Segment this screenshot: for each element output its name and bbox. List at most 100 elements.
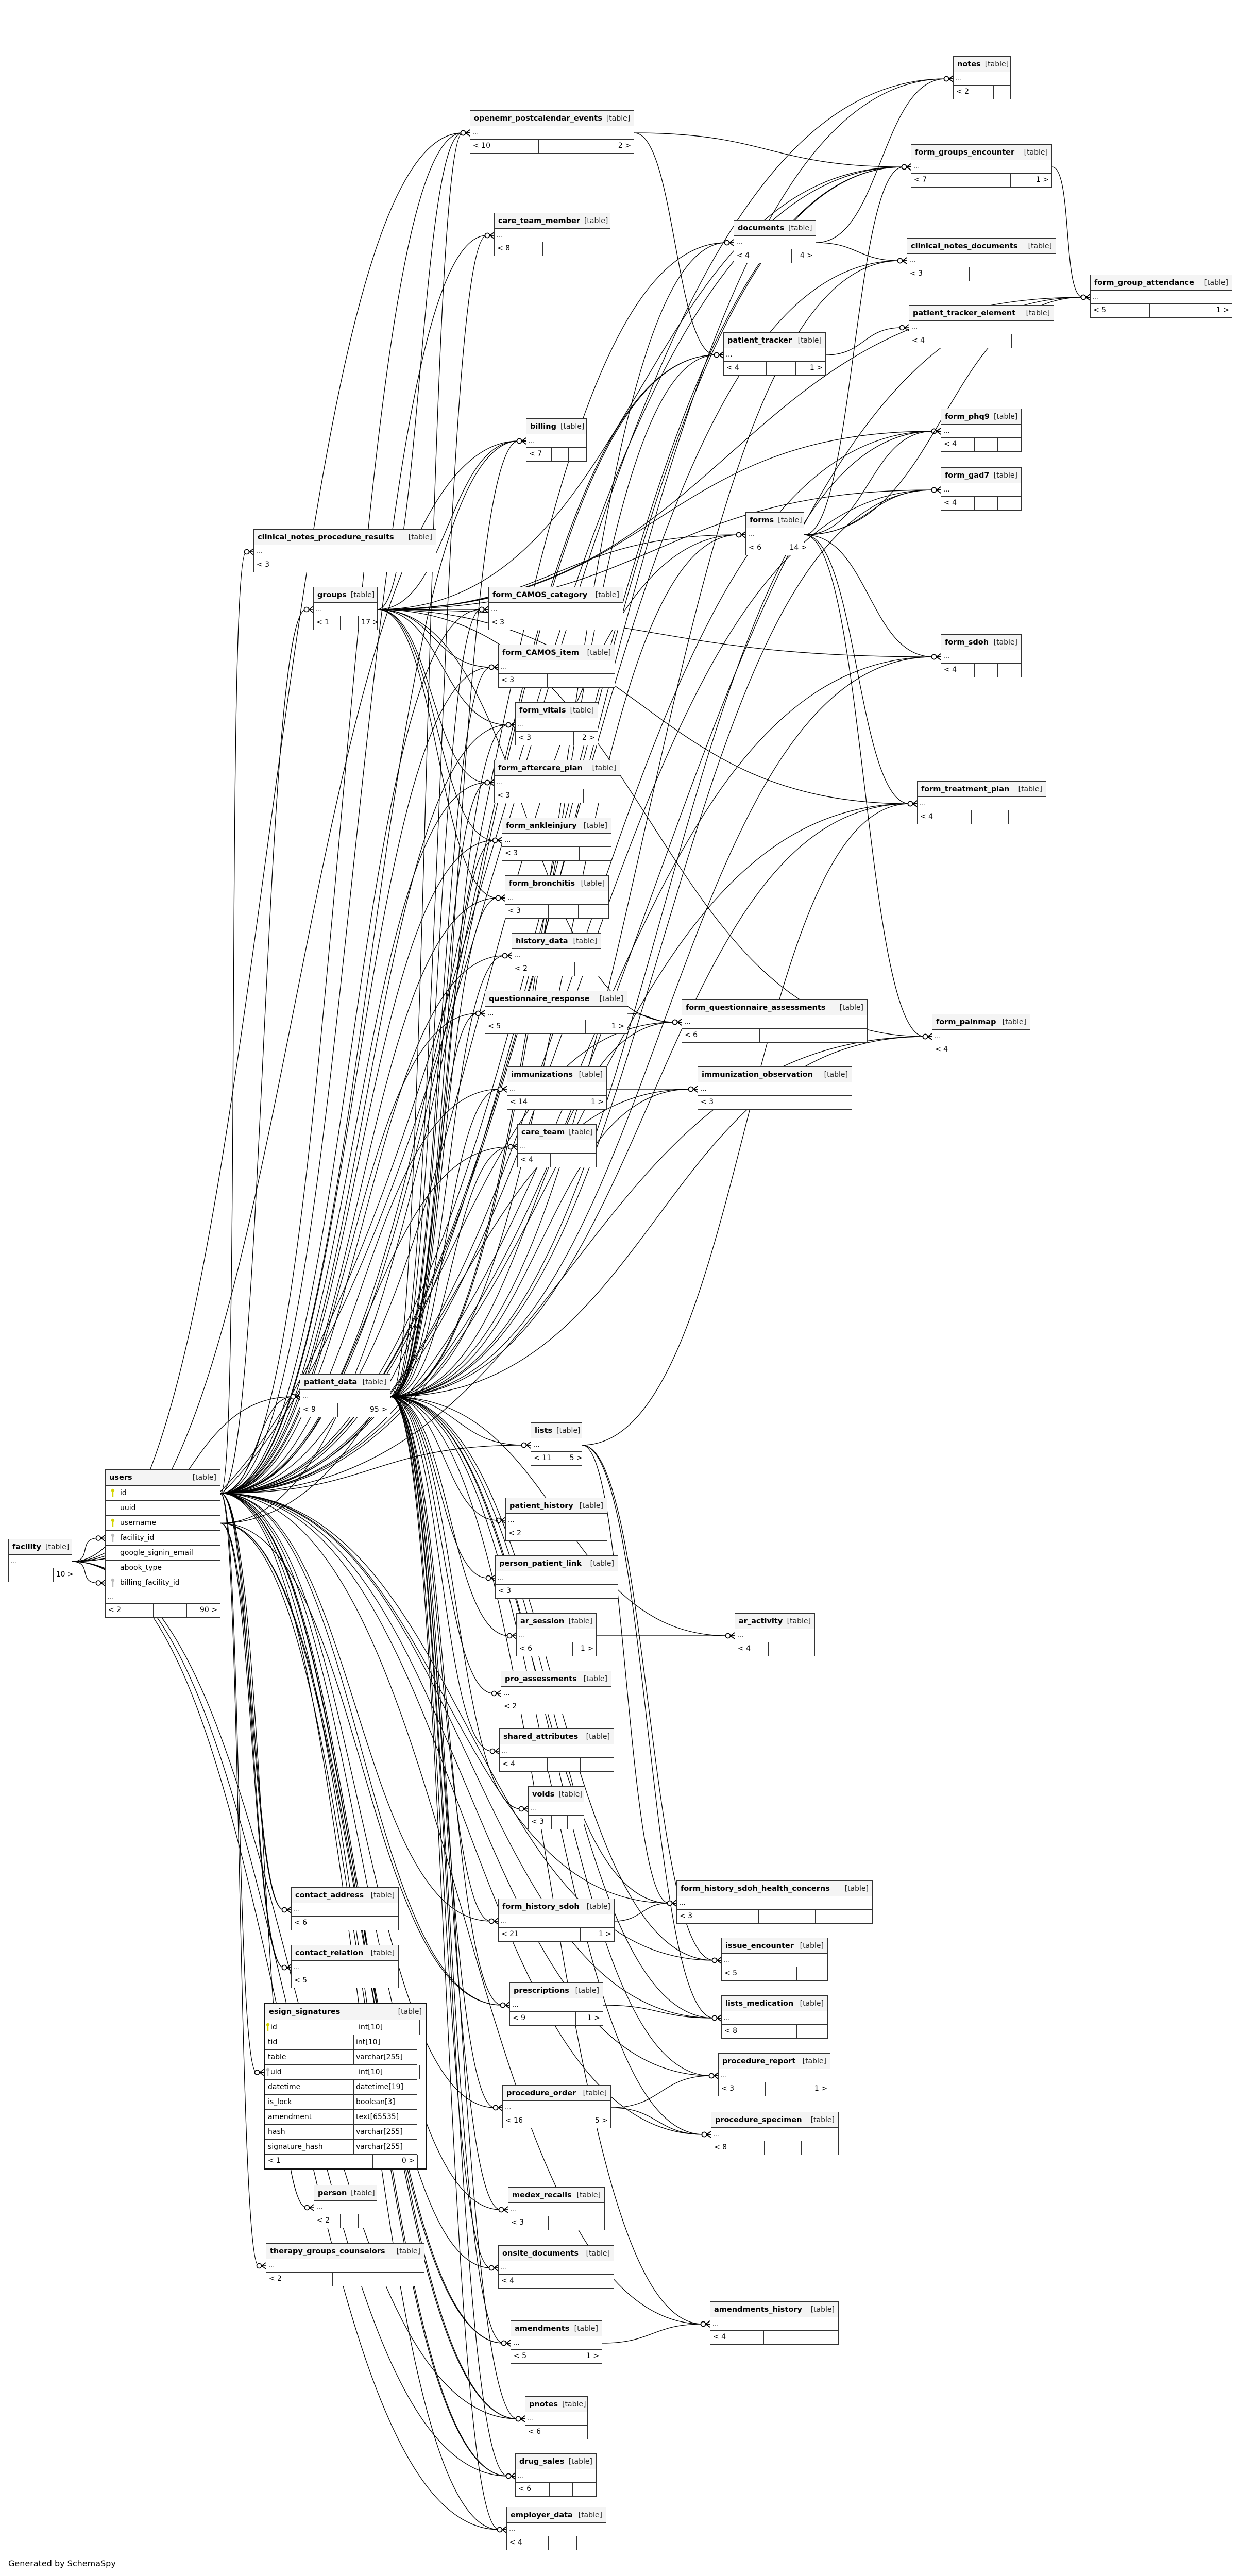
more-columns-row[interactable]: ... [516, 2469, 596, 2483]
more-columns-row[interactable]: ... [511, 2336, 602, 2350]
table-header[interactable]: onsite_documents[table] [499, 2246, 614, 2261]
more-columns-row[interactable]: ... [314, 2201, 377, 2214]
table-name[interactable]: shared_attributes [503, 1732, 579, 1741]
more-columns-row[interactable]: ... [485, 1007, 627, 1020]
parents-count[interactable]: < 16 [503, 2114, 548, 2128]
more-columns-row[interactable]: ... [499, 660, 615, 674]
table-form-phq9[interactable]: form_phq9[table]...< 4 [941, 409, 1022, 452]
table-name[interactable]: medex_recalls [512, 2191, 572, 2199]
table-name[interactable]: voids [532, 1790, 555, 1799]
parents-count[interactable]: < 14 [507, 1096, 549, 1109]
parents-count[interactable]: < 5 [722, 1967, 767, 1980]
table-header[interactable]: immunization_observation[table] [698, 1067, 852, 1082]
parents-count[interactable]: < 3 [489, 616, 546, 630]
table-clinical-notes-procedure-results[interactable]: clinical_notes_procedure_results[table].… [253, 529, 436, 572]
table-name[interactable]: billing [530, 422, 556, 431]
table-form-painmap[interactable]: form_painmap[table]...< 4 [932, 1014, 1030, 1057]
table-pnotes[interactable]: pnotes[table]...< 6 [525, 2396, 588, 2439]
children-count[interactable] [994, 86, 1010, 99]
table-name[interactable]: form_groups_encounter [915, 148, 1015, 157]
parents-count[interactable]: < 3 [698, 1096, 763, 1109]
parents-count[interactable]: < 3 [516, 732, 550, 745]
table-form-questionnaire-assessments[interactable]: form_questionnaire_assessments[table]...… [682, 999, 868, 1043]
more-columns-row[interactable]: ... [9, 1555, 72, 1568]
more-columns-row[interactable]: ... [507, 1082, 606, 1096]
parents-count[interactable]: < 6 [746, 541, 771, 555]
more-columns-row[interactable]: ... [909, 321, 1054, 334]
more-columns-row[interactable]: ... [724, 348, 825, 362]
table-name[interactable]: forms [750, 516, 774, 524]
table-care-team[interactable]: care_team[table]...< 4 [517, 1124, 597, 1167]
more-columns-row[interactable]: ... [510, 1998, 603, 2012]
table-name[interactable]: form_group_attendance [1094, 278, 1194, 287]
more-columns-row[interactable]: ... [734, 236, 816, 249]
more-columns-row[interactable]: ... [496, 1571, 618, 1585]
table-header[interactable]: users[table] [106, 1470, 220, 1486]
children-count[interactable] [359, 2214, 377, 2228]
more-columns-row[interactable]: ... [698, 1082, 852, 1096]
table-header[interactable]: notes[table] [954, 57, 1010, 72]
parents-count[interactable]: < 5 [511, 2350, 549, 2363]
children-count[interactable]: 5 > [569, 1454, 583, 1462]
table-name[interactable]: patient_tracker_element [913, 309, 1016, 317]
parents-count[interactable]: < 6 [516, 2483, 550, 2496]
parents-count[interactable]: < 6 [525, 2426, 552, 2439]
parents-count[interactable]: < 4 [941, 497, 975, 510]
table-header[interactable]: procedure_report[table] [719, 2054, 830, 2069]
table-name[interactable]: lists_medication [725, 1999, 794, 2008]
parents-count[interactable]: < 2 [106, 1604, 154, 1617]
parents-count[interactable]: < 3 [719, 2082, 766, 2096]
children-count[interactable] [802, 2141, 838, 2155]
table-header[interactable]: form_history_sdoh_health_concerns[table] [677, 1881, 872, 1896]
children-count[interactable]: 95 > [369, 1405, 387, 1414]
column-row[interactable]: facility_id [106, 1531, 220, 1546]
table-header[interactable]: forms[table] [746, 513, 804, 528]
parents-count[interactable]: < 7 [911, 174, 971, 187]
table-header[interactable]: pnotes[table] [525, 2397, 587, 2412]
parents-count[interactable]: < 4 [724, 362, 767, 375]
more-columns-row[interactable]: ... [470, 126, 634, 140]
children-count[interactable]: 1 > [580, 1645, 593, 1653]
table-header[interactable]: medex_recalls[table] [508, 2188, 604, 2203]
more-columns-row[interactable]: ... [746, 528, 804, 541]
table-patient-tracker-element[interactable]: patient_tracker_element[table]...< 4 [909, 305, 1054, 348]
children-count[interactable] [579, 1700, 611, 1714]
parents-count[interactable]: < 4 [518, 1154, 551, 1167]
more-columns-row[interactable]: ... [512, 949, 601, 962]
children-count[interactable] [1012, 267, 1056, 281]
children-count[interactable]: 10 > [56, 1570, 74, 1579]
table-therapy-groups-counselors[interactable]: therapy_groups_counselors[table]...< 2 [266, 2243, 424, 2286]
table-form-aftercare-plan[interactable]: form_aftercare_plan[table]...< 3 [494, 760, 620, 803]
parents-count[interactable]: < 6 [682, 1029, 760, 1042]
parents-count[interactable]: < 5 [1091, 304, 1150, 317]
column-row[interactable]: uuid [106, 1501, 220, 1516]
more-columns-row[interactable]: ... [501, 1687, 611, 1700]
table-pro-assessments[interactable]: pro_assessments[table]...< 2 [501, 1671, 611, 1714]
children-count[interactable]: 17 > [361, 618, 379, 626]
children-count[interactable] [797, 1967, 827, 1980]
children-count[interactable]: 1 > [587, 2014, 600, 2022]
more-columns-row[interactable]: ... [106, 1590, 220, 1604]
table-name[interactable]: esign_signatures [269, 2008, 341, 2016]
table-name[interactable]: lists [535, 1426, 553, 1435]
table-name[interactable]: ar_activity [739, 1617, 783, 1625]
parents-count[interactable]: < 3 [496, 1585, 547, 1598]
children-count[interactable] [797, 2025, 827, 2038]
table-header[interactable]: form_treatment_plan[table] [918, 782, 1046, 797]
table-name[interactable]: form_aftercare_plan [498, 764, 583, 772]
parents-count[interactable]: < 11 [531, 1452, 553, 1465]
more-columns-row[interactable]: ... [495, 776, 620, 789]
more-columns-row[interactable]: ... [918, 797, 1046, 810]
parents-count[interactable]: < 4 [500, 1758, 548, 1771]
table-name[interactable]: therapy_groups_counselors [270, 2247, 385, 2256]
table-name[interactable]: form_painmap [936, 1018, 996, 1026]
children-count[interactable] [378, 2273, 424, 2286]
parents-count[interactable]: < 2 [506, 1527, 549, 1540]
parents-count[interactable]: < 3 [495, 789, 548, 803]
